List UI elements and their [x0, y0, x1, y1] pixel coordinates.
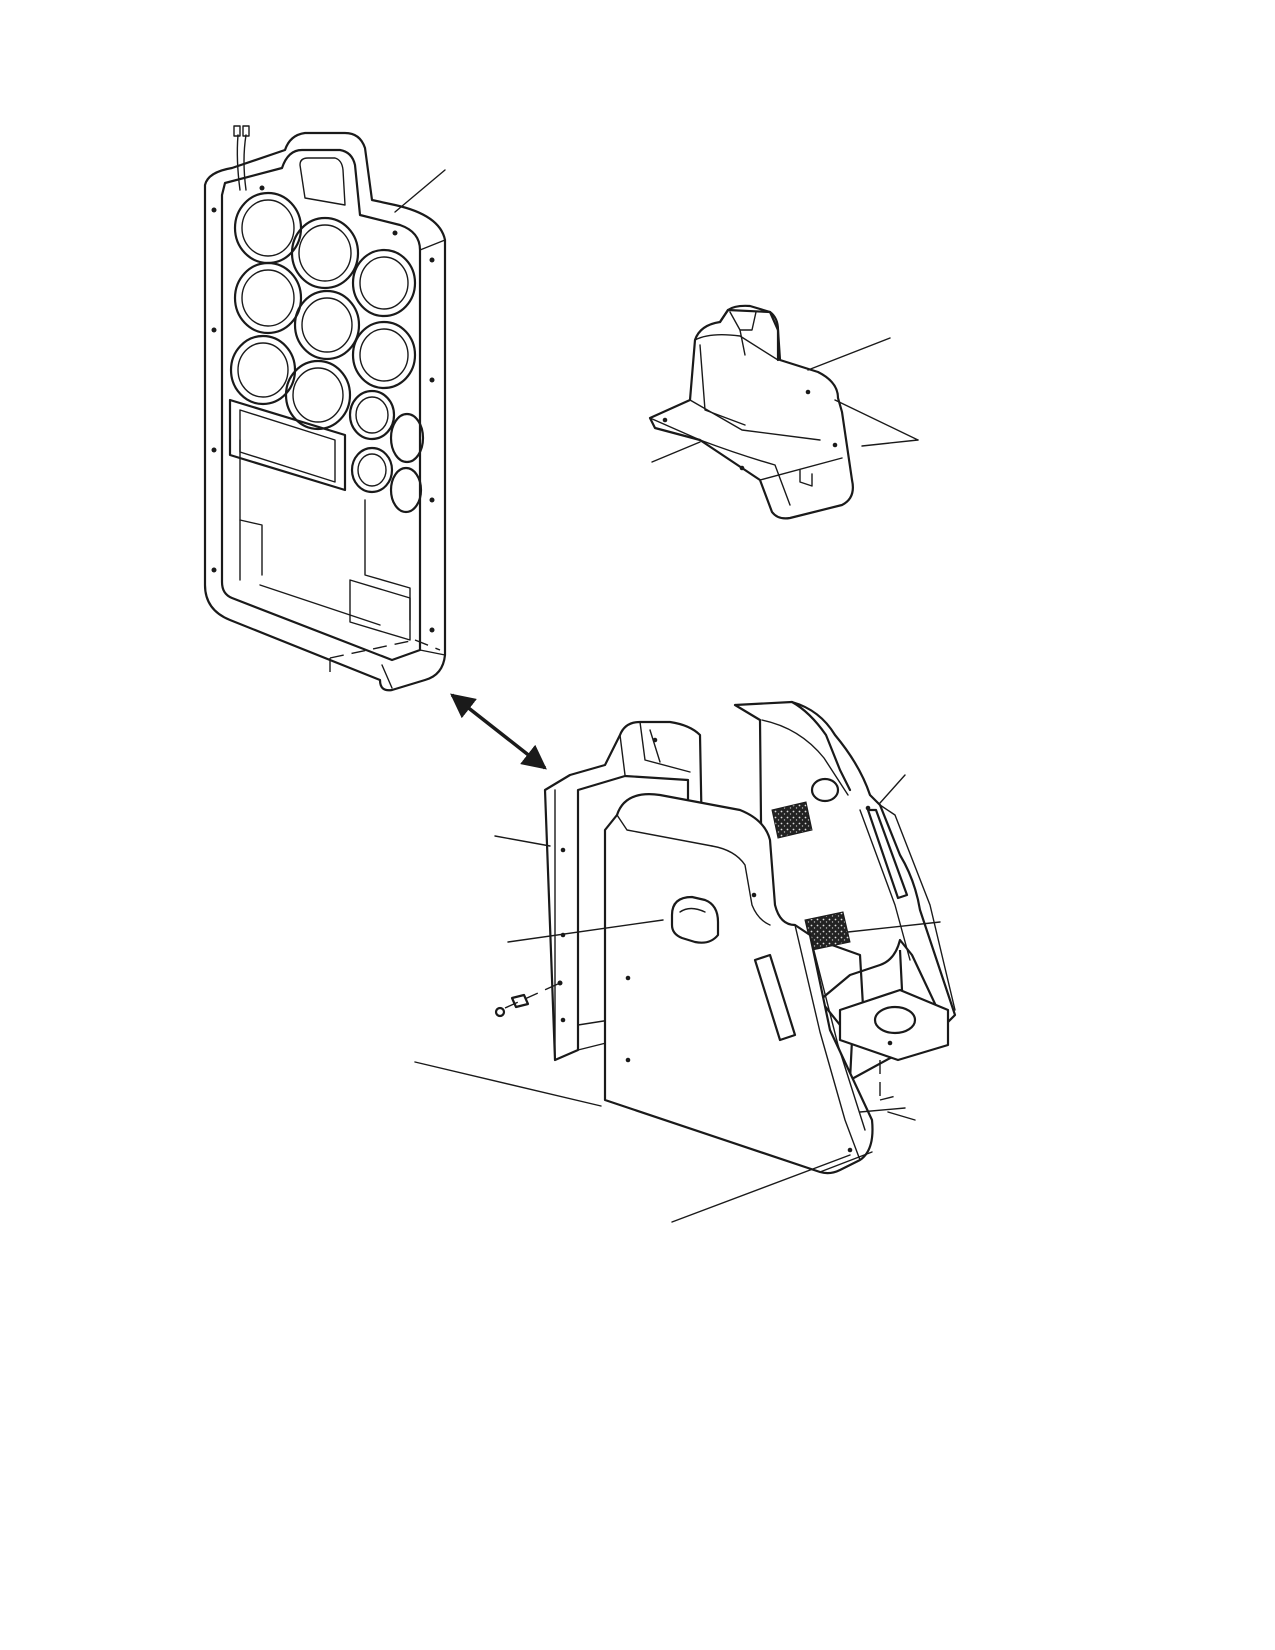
leader-line-right-bottom [887, 1111, 916, 1121]
screw-and-washer [494, 980, 563, 1018]
leader-line-knob [507, 919, 664, 943]
left-side-panel [603, 793, 906, 1175]
leader-line-instrument-panel [394, 169, 446, 213]
leader-line-bottom-left [414, 1061, 602, 1107]
warning-decal-upper [771, 801, 813, 839]
leader-line-shroud-top [807, 337, 891, 371]
leader-line-bottom-center [671, 1154, 851, 1223]
instrument-panel-assembly [203, 125, 447, 692]
assembly-direction-arrow [450, 693, 547, 770]
steering-column-shroud [648, 304, 854, 520]
gauge-cluster [229, 191, 425, 514]
leader-line-shroud-holes-a [834, 399, 919, 441]
right-side-panel [733, 700, 957, 1082]
leader-line-right-top [879, 774, 906, 804]
leader-line-right-decal [847, 921, 941, 933]
leader-line-frame [494, 835, 551, 847]
leader-line-shroud-holes-b [861, 439, 919, 447]
leader-line-shroud-flange [651, 441, 701, 463]
